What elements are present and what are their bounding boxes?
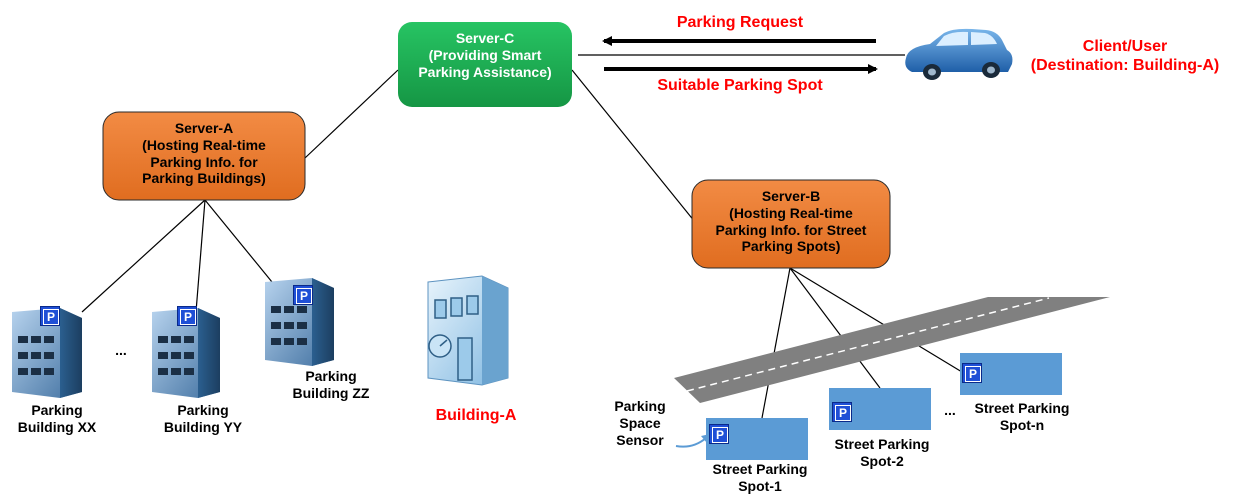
server-a-box	[102, 111, 306, 201]
link-b-spotn	[789, 267, 963, 373]
sensor-pointer-arrow	[675, 437, 707, 448]
server-b-label: Server-B (Hosting Real-time Parking Info…	[715, 188, 867, 255]
sensor-pointer-head	[701, 434, 710, 443]
link-b-spot2	[789, 267, 881, 389]
parking-badge-icon: P	[962, 363, 982, 383]
parking-building-xx-label: Parking Building XX	[17, 402, 97, 435]
parking-badge-letter: P	[965, 366, 981, 382]
link-b-spot1	[761, 267, 791, 419]
street-spot-2-label: Street Parking Spot-2	[834, 436, 930, 469]
parking-building-yy-label: Parking Building YY	[163, 402, 243, 435]
parking-space-sensor-label: Parking Space Sensor	[614, 398, 666, 448]
parking-badge-icon: P	[293, 285, 313, 305]
parking-badge-letter: P	[43, 309, 59, 325]
server-c-label: Server-C (Providing Smart Parking Assist…	[418, 30, 552, 80]
server-c-box	[398, 22, 572, 107]
parking-badge-icon: P	[832, 402, 852, 422]
parking-badge-letter: P	[835, 405, 851, 421]
server-a-label: Server-A (Hosting Real-time Parking Info…	[142, 120, 266, 187]
car-icon	[905, 28, 1013, 80]
parking-badge-letter: P	[712, 427, 728, 443]
client-user-label: Client/User (Destination: Building-A)	[1030, 38, 1220, 75]
street-spot-n-label: Street Parking Spot-n	[974, 400, 1070, 433]
parking-badge-letter: P	[180, 309, 196, 325]
buildings-ellipsis: ...	[115, 342, 127, 358]
link-c-b	[571, 69, 696, 223]
road-surface	[674, 297, 1110, 403]
parking-building-yy-icon	[152, 308, 220, 398]
link-a-yy	[195, 199, 206, 313]
parking-request-label: Parking Request	[676, 14, 804, 31]
suitable-parking-spot-label: Suitable Parking Spot	[657, 77, 823, 94]
link-a-zz	[204, 199, 273, 283]
link-c-a	[304, 69, 399, 159]
connector-lines	[81, 54, 963, 419]
link-a-xx	[81, 199, 206, 313]
road	[674, 297, 1110, 403]
parking-building-xx-icon	[12, 308, 82, 398]
building-a-icon	[427, 275, 509, 386]
street-spots-ellipsis: ...	[944, 402, 956, 418]
parking-badge-icon: P	[177, 306, 197, 326]
parking-badge-letter: P	[296, 288, 312, 304]
parking-building-zz-icon	[265, 278, 334, 366]
road-lane-marking	[686, 297, 1050, 392]
street-spot-1-label: Street Parking Spot-1	[712, 461, 808, 494]
parking-badge-icon: P	[709, 424, 729, 444]
server-b-box	[691, 179, 891, 269]
parking-badge-icon: P	[40, 306, 60, 326]
building-a-label: Building-A	[435, 407, 517, 424]
parking-building-zz-label: Parking Building ZZ	[292, 368, 370, 401]
